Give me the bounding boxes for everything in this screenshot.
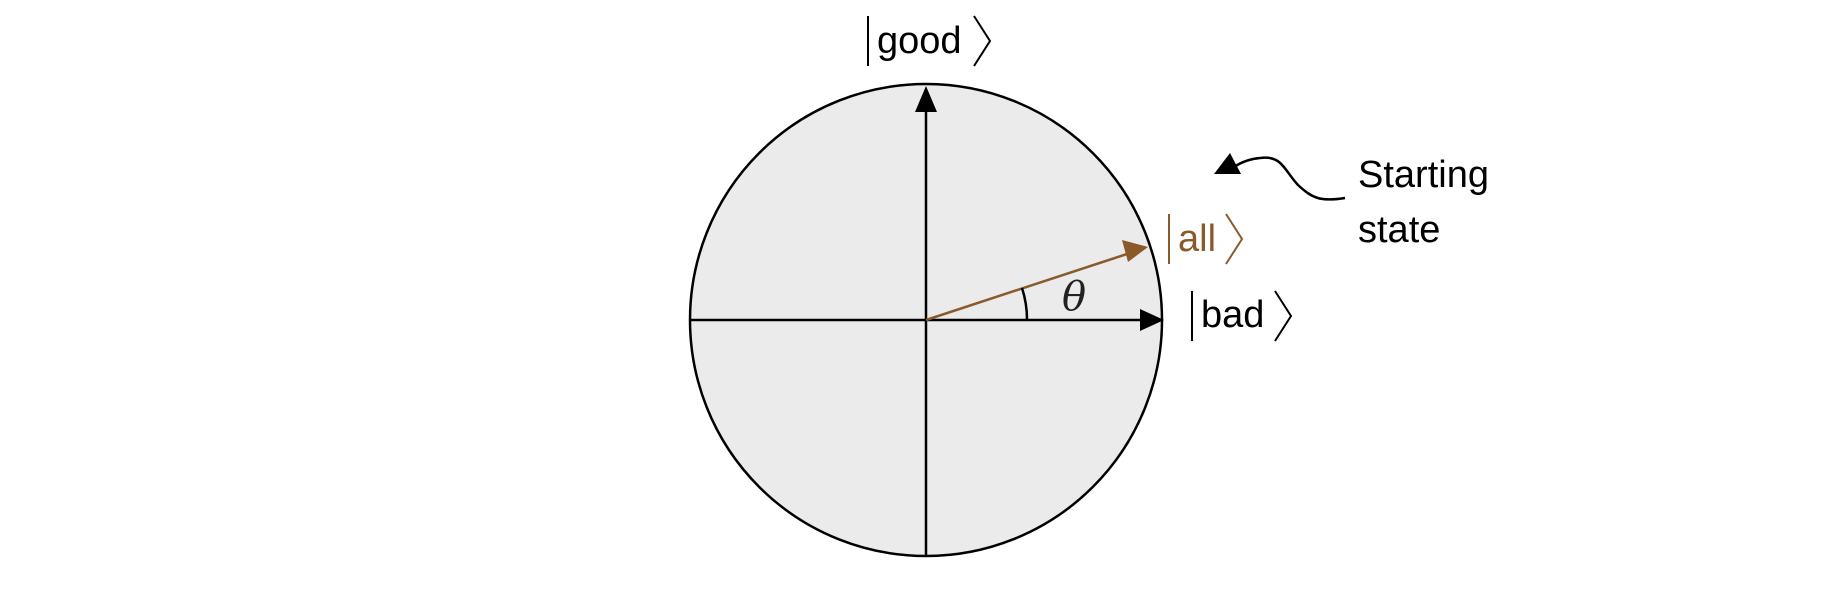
theta-label: θ (1062, 274, 1086, 320)
ket-all: all (1168, 213, 1244, 265)
ket-all-label: all (1178, 218, 1216, 260)
ket-good: good (867, 15, 992, 67)
starting-state-label-line1: Starting (1358, 154, 1489, 196)
all-vector-shaft (925, 251, 1131, 322)
starting-state-pointer (1233, 156, 1346, 201)
ket-bad: bad (1191, 290, 1293, 342)
ket-good-label: good (877, 20, 962, 62)
all-vector-arrowhead (1122, 240, 1148, 262)
ket-bad-label: bad (1201, 294, 1264, 336)
bad-arrowhead (1140, 309, 1164, 331)
good-arrowhead (915, 86, 937, 112)
theta-angle-arc (1020, 287, 1029, 321)
starting-state-arrowhead (1214, 153, 1241, 174)
starting-state-label-line2: state (1358, 209, 1440, 251)
